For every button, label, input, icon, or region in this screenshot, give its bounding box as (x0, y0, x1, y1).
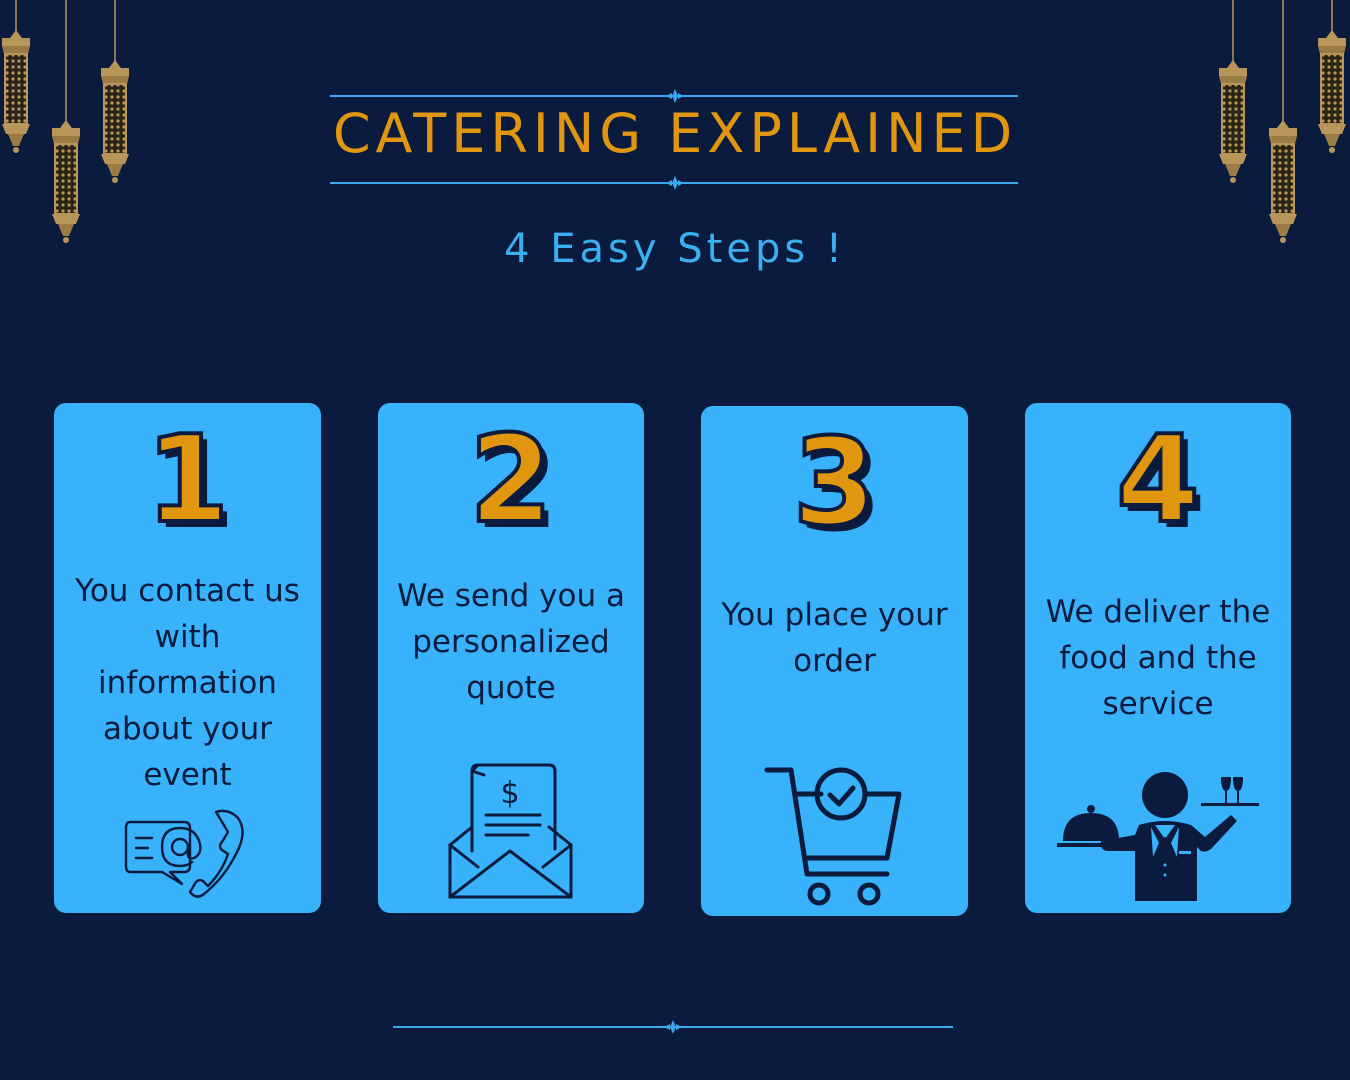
page-title: CATERING EXPLAINED (332, 102, 1018, 165)
step-number: 3 (791, 414, 879, 553)
shopping-cart-check-icon (764, 767, 902, 906)
step-text: You place your order (721, 597, 948, 679)
step-number: 2 (467, 411, 555, 550)
title-top-ornament (666, 89, 684, 103)
step-number: 4 (1114, 411, 1202, 550)
contact-email-phone-icon (124, 809, 244, 898)
step-card-4: 4 We deliver the food and the service (1025, 403, 1291, 913)
step-text: We send you a personalized quote (397, 578, 625, 706)
waiter-icon (1057, 772, 1259, 901)
step-text: We deliver the food and the service (1045, 594, 1271, 722)
step-text: You contact us with information about yo… (75, 573, 300, 793)
step-card-1: 1 You contact us with information about … (54, 403, 321, 913)
svg-text:$: $ (500, 776, 519, 811)
quote-envelope-icon: $ (448, 763, 573, 899)
step-number: 1 (144, 411, 232, 550)
step-card-2: 2 We send you a personalized quote $ (378, 403, 644, 913)
step-card-3: 3 You place your order (701, 406, 968, 916)
page-subtitle: 4 Easy Steps ! (504, 226, 846, 272)
title-bottom-ornament (666, 176, 684, 190)
bottom-ornament (664, 1020, 682, 1034)
